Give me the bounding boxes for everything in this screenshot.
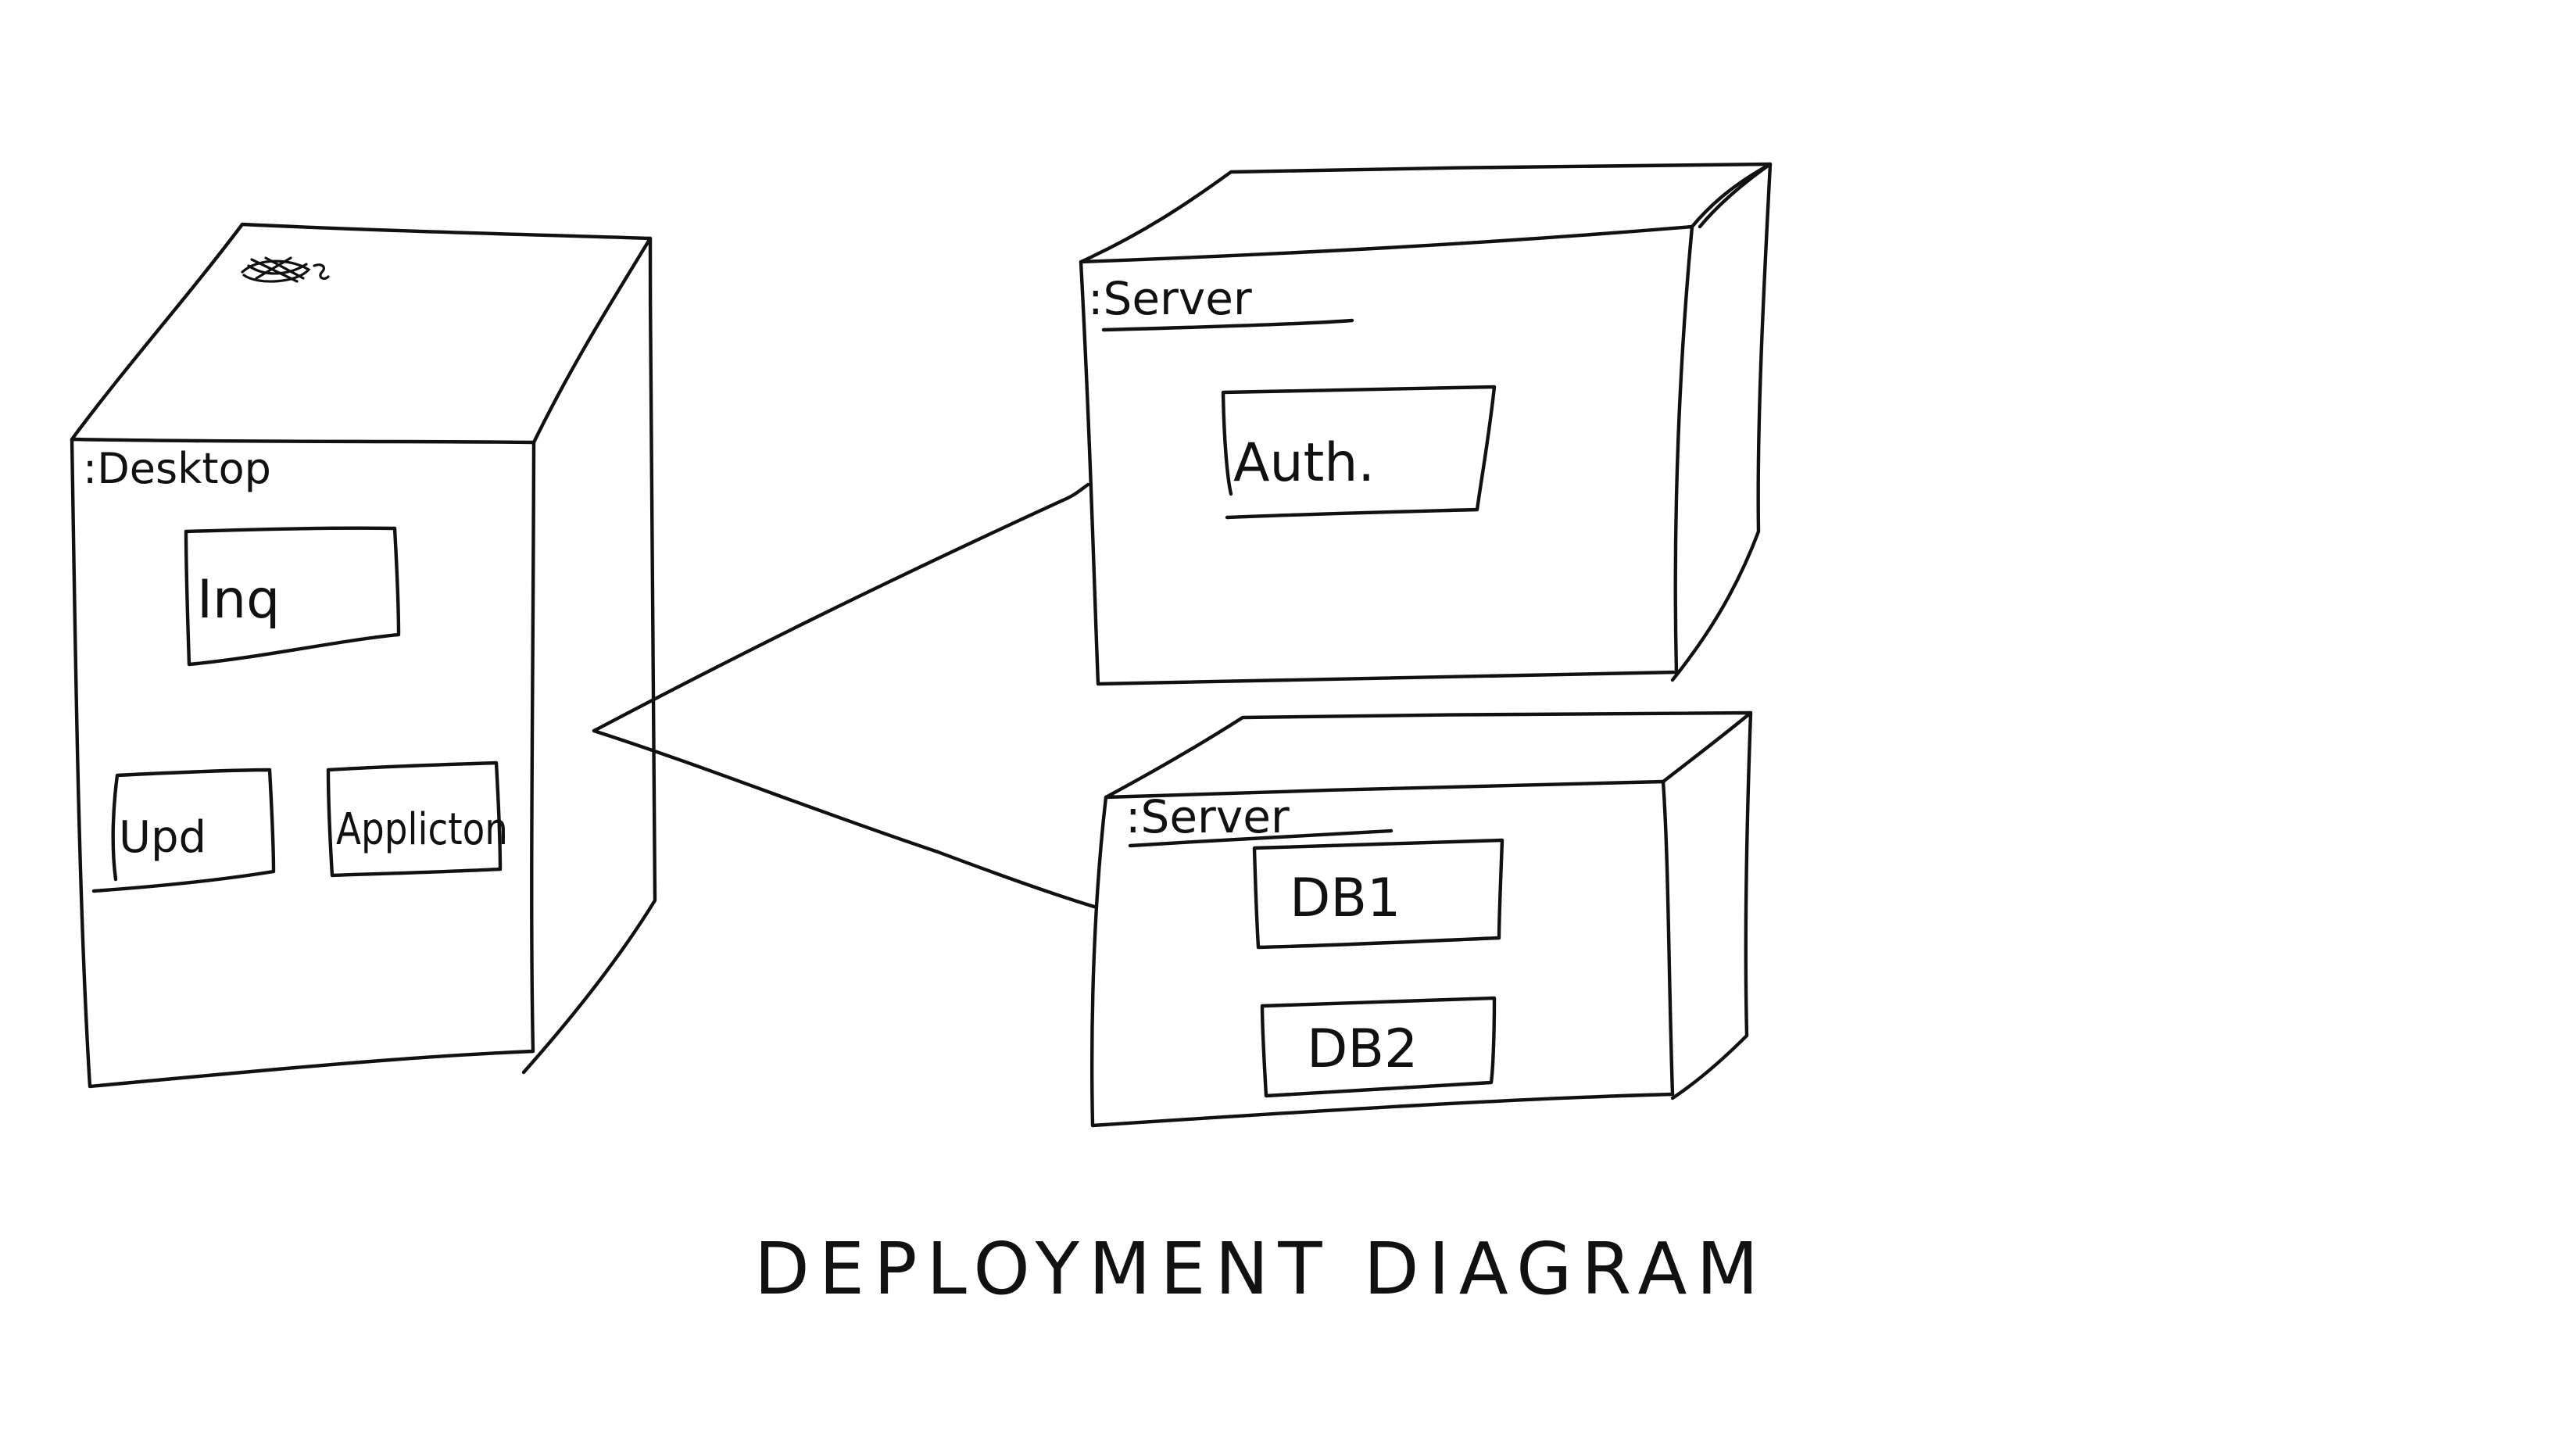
desktop-node: :Desktop Inq Upd Applicton — [70, 222, 657, 1089]
artifact-db2-label: DB2 — [1307, 1018, 1418, 1080]
artifact-application-box — [326, 760, 503, 878]
desktop-node-side-face — [521, 236, 657, 1075]
server-1-top-face — [1079, 162, 1773, 264]
artifact-db2: DB2 — [1260, 996, 1497, 1098]
artifact-auth: Auth. — [1221, 385, 1497, 520]
connector-desktop-to-server-1 — [592, 482, 1090, 733]
artifact-application: Applicton — [326, 760, 508, 878]
server-2-label: :Server — [1125, 790, 1290, 843]
server-node-2: :Server DB1 DB2 — [1089, 710, 1753, 1128]
artifact-inq-label: Inq — [197, 569, 280, 631]
artifact-upd-box — [91, 768, 276, 893]
communication-paths — [592, 482, 1097, 909]
artifact-inq: Inq — [184, 526, 401, 667]
artifact-upd: Upd — [91, 768, 276, 893]
server-1-side-face — [1670, 162, 1773, 682]
server-node-1: :Server Auth. — [1079, 162, 1773, 686]
diagram-caption: DEPLOYMENT DIAGRAM — [754, 1227, 1768, 1311]
server-2-side-face — [1670, 710, 1753, 1100]
artifact-application-label: Applicton — [336, 804, 508, 855]
artifact-inq-box — [184, 526, 401, 667]
artifact-auth-label: Auth. — [1233, 432, 1375, 494]
desktop-node-label: :Desktop — [83, 444, 271, 493]
server-1-label: :Server — [1088, 272, 1252, 325]
artifact-upd-label: Upd — [119, 812, 206, 863]
artifact-db1-box — [1252, 838, 1504, 950]
server-1-front-face — [1079, 224, 1694, 686]
server-2-label-underline — [1128, 828, 1394, 848]
connector-desktop-to-server-2 — [592, 728, 1097, 909]
server-2-top-face — [1104, 710, 1753, 800]
server-1-label-underline — [1101, 318, 1354, 332]
scribbled-out-mark — [241, 256, 330, 283]
desktop-node-front-face — [70, 437, 536, 1089]
artifact-db1: DB1 — [1252, 838, 1504, 950]
artifact-db1-label: DB1 — [1290, 868, 1401, 929]
artifact-db2-box — [1260, 996, 1497, 1098]
artifact-auth-box — [1221, 385, 1497, 520]
server-2-front-face — [1089, 779, 1675, 1128]
desktop-node-top-face — [70, 222, 653, 445]
